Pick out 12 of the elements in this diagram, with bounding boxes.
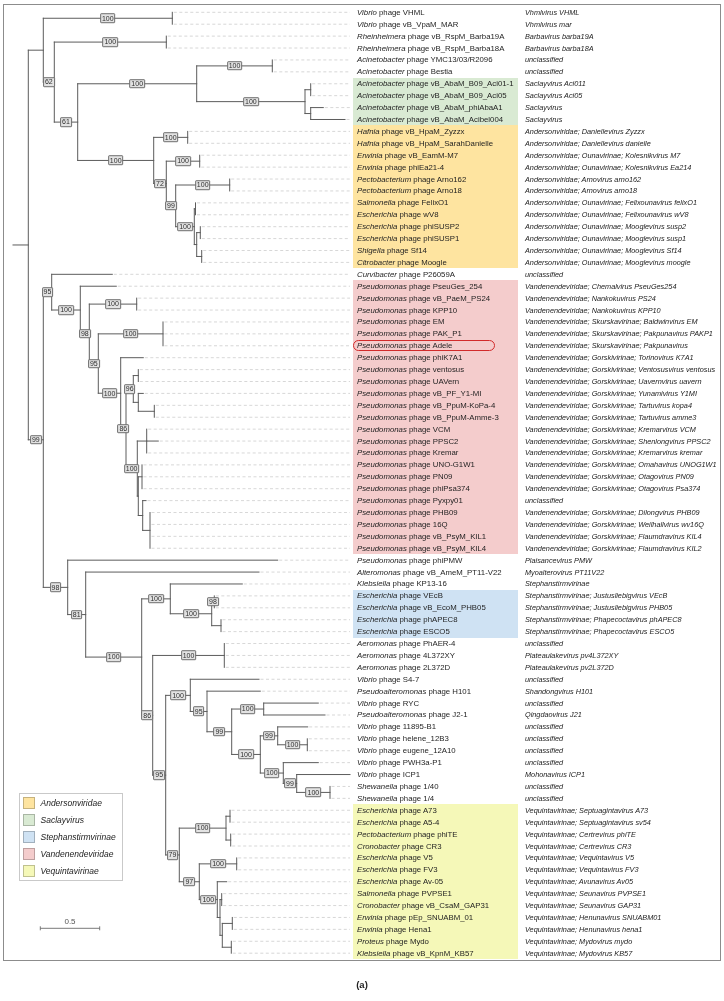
clade-band [353, 589, 518, 638]
clade-band [353, 125, 518, 269]
legend-label: Andersonviridae [40, 797, 102, 808]
clade-band [353, 77, 518, 126]
clade-band [353, 280, 518, 555]
legend-label: Vequintavirinae [40, 865, 99, 876]
figure-caption: (a) [356, 979, 368, 990]
legend-label: Saclayvirus [40, 814, 84, 825]
clade-band [353, 804, 518, 960]
legend-label: Stephanstirmvirinae [40, 831, 116, 842]
scale-label: 0.5 [64, 917, 76, 926]
legend-label: Vandenendeviridae [40, 848, 114, 859]
